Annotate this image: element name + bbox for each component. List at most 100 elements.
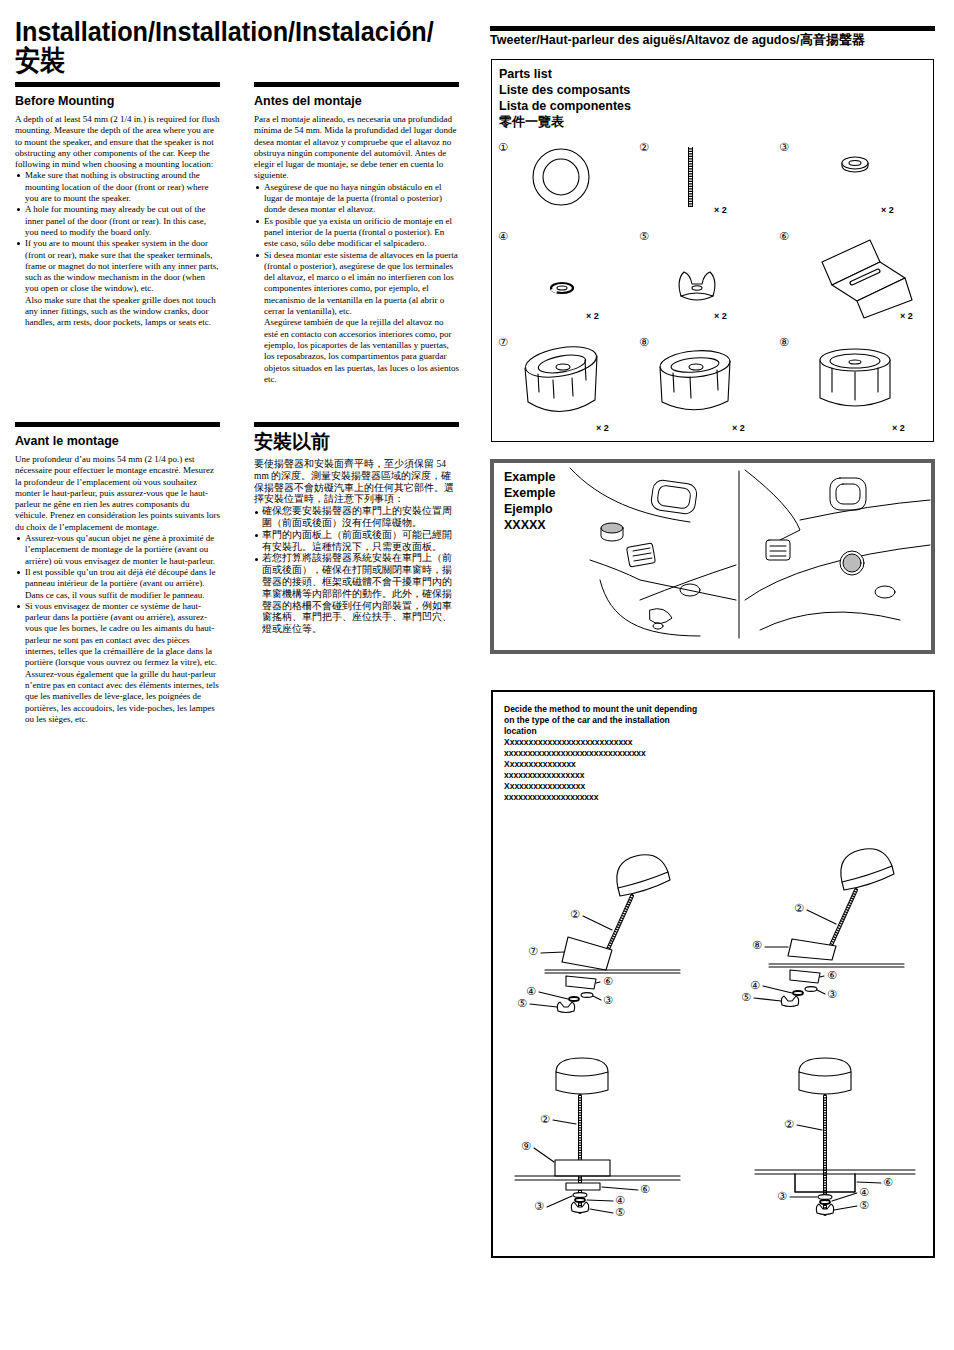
quantity-label: × 2 bbox=[892, 423, 905, 434]
callout-number: ⑤ bbox=[741, 992, 751, 1004]
panel-text: Xxxxxxxxxxxxxxxxxxxxxxxxxxx bbox=[504, 737, 633, 748]
angled-mount-assembly bbox=[769, 964, 904, 967]
door-sketch bbox=[766, 540, 790, 560]
angled-mount-assembly bbox=[793, 991, 803, 995]
angled-mount-assembly bbox=[545, 970, 680, 973]
callout-number: ⑦ bbox=[528, 946, 538, 958]
door-sketch bbox=[640, 565, 736, 600]
flat-mount-assembly bbox=[556, 1072, 608, 1076]
flat-mount-assembly bbox=[515, 1176, 680, 1180]
bullet-item: A hole for mounting may already be cut o… bbox=[15, 204, 220, 238]
bullet-item: Il est possible qu’un trou ait déjà été … bbox=[15, 567, 220, 601]
door-sketch bbox=[745, 545, 930, 600]
angled-base bbox=[689, 364, 703, 370]
callout-number: ③ bbox=[779, 142, 789, 154]
text-column: Avant le montageUne profondeur d’au moin… bbox=[15, 422, 220, 725]
callout-number: ⑤ bbox=[859, 1200, 869, 1212]
bullet-item: Es posible que ya exista un orificio de … bbox=[254, 216, 459, 250]
ring-part bbox=[533, 149, 589, 205]
flat-mount-assembly bbox=[571, 1202, 588, 1213]
callout-number: ⑧ bbox=[639, 337, 649, 349]
angled-mount-assembly bbox=[828, 890, 856, 952]
spring-washer bbox=[551, 283, 573, 293]
bullet-dot bbox=[255, 511, 258, 514]
text-column: 安裝以前要使揚聲器和安裝面齊平時，至少須保留 54 mm 的深度。測量安裝揚聲器… bbox=[254, 422, 459, 636]
bullet-dot bbox=[17, 242, 20, 245]
section-rule bbox=[490, 26, 935, 31]
body-text: 要使揚聲器和安裝面齊平時，至少須保留 54 mm 的深度。測量安裝揚聲器區域的深… bbox=[254, 459, 459, 506]
bullet-item: 若您打算將該揚聲器系統安裝在車門上（前面或後面），確保在打開或關閉車窗時，揚聲器… bbox=[254, 553, 459, 636]
callout-number: ⑤ bbox=[517, 998, 527, 1010]
angled-mount-assembly bbox=[557, 1002, 574, 1013]
angled-base bbox=[523, 342, 599, 412]
leader-line bbox=[534, 1120, 638, 1213]
callout-number: ⑥ bbox=[827, 970, 837, 982]
flat-base bbox=[820, 349, 890, 406]
door-sketch bbox=[843, 554, 861, 572]
channel-mount-assembly bbox=[799, 1072, 851, 1076]
flat-mount-assembly bbox=[573, 1193, 587, 1198]
panel-text: XXXXX bbox=[504, 517, 546, 533]
door-sketch bbox=[650, 609, 672, 624]
door-sketch bbox=[875, 586, 895, 598]
door-sketch bbox=[601, 523, 623, 533]
section-rule bbox=[15, 82, 220, 87]
wing-nut bbox=[681, 293, 713, 296]
channel-mount-assembly bbox=[820, 1200, 830, 1204]
wing-nut bbox=[679, 272, 715, 300]
channel-mount-assembly bbox=[816, 1204, 833, 1215]
angled-mount-assembly bbox=[754, 849, 904, 1007]
text-column: Before MountingA depth of at least 54 mm… bbox=[15, 82, 220, 329]
car-door-example bbox=[570, 468, 930, 638]
door-sketch bbox=[836, 484, 860, 504]
section-heading: Antes del montaje bbox=[254, 94, 459, 109]
angled-mount-assembly bbox=[581, 993, 593, 998]
door-sketch bbox=[760, 612, 900, 630]
channel-mount-assembly bbox=[755, 1170, 915, 1174]
channel-mount-assembly bbox=[818, 1195, 832, 1200]
spring-washer bbox=[552, 290, 556, 292]
callout-number: ⑤ bbox=[615, 1207, 625, 1219]
mounting-bracket bbox=[822, 240, 912, 318]
bullet-item: Assurez-vous qu’aucun objet ne gène à pr… bbox=[15, 533, 220, 567]
flat-mount-assembly bbox=[555, 1160, 610, 1176]
quantity-label: × 2 bbox=[732, 423, 745, 434]
washer bbox=[842, 157, 868, 169]
leader-line bbox=[790, 1125, 881, 1210]
angled-mount-assembly bbox=[781, 996, 798, 1007]
panel-text: xxxxxxxxxxxxxxxxx bbox=[504, 770, 584, 781]
callout-number: ④ bbox=[750, 980, 760, 992]
text-column: Antes del montajePara el montaje alinead… bbox=[254, 82, 459, 385]
angled-mount-assembly bbox=[842, 866, 892, 882]
example-box: ExampleExempleEjemploXXXXX bbox=[490, 459, 935, 654]
angled-mount-assembly bbox=[828, 890, 856, 952]
angled-base bbox=[537, 352, 587, 376]
panel-text: 零件一覽表 bbox=[499, 114, 564, 130]
body-text: Para el montaje alineado, es necesaria u… bbox=[254, 114, 459, 182]
panel-text: Xxxxxxxxxxxxxxx bbox=[504, 759, 576, 770]
quantity-label: × 2 bbox=[881, 205, 894, 216]
bullet-item: Asegúrese de que no haya ningún obstácul… bbox=[254, 182, 459, 216]
door-sketch bbox=[840, 551, 864, 575]
section-heading: 安裝以前 bbox=[254, 431, 459, 453]
washer bbox=[849, 161, 861, 166]
flat-base bbox=[849, 360, 861, 364]
callout-number: ④ bbox=[498, 231, 508, 243]
section-rule bbox=[254, 82, 459, 87]
parts-drawings bbox=[523, 147, 912, 412]
door-sketch bbox=[745, 470, 930, 630]
callout-number: ② bbox=[639, 142, 649, 154]
panel-heading: Example bbox=[504, 469, 555, 485]
ring-part bbox=[543, 159, 579, 195]
angled-base bbox=[670, 356, 719, 374]
spring-washer bbox=[551, 283, 573, 293]
flat-base bbox=[830, 354, 880, 368]
bullet-dot bbox=[255, 534, 258, 537]
section-rule bbox=[254, 422, 459, 427]
parts-list-box: Parts listListe des composantsLista de c… bbox=[491, 59, 934, 442]
panel-heading: Decide the method to mount the unit depe… bbox=[504, 704, 699, 737]
door-sketch bbox=[650, 479, 698, 515]
quantity-label: × 2 bbox=[596, 423, 609, 434]
callout-number: ④ bbox=[859, 1187, 869, 1199]
panel-text: Exemple bbox=[504, 485, 555, 501]
